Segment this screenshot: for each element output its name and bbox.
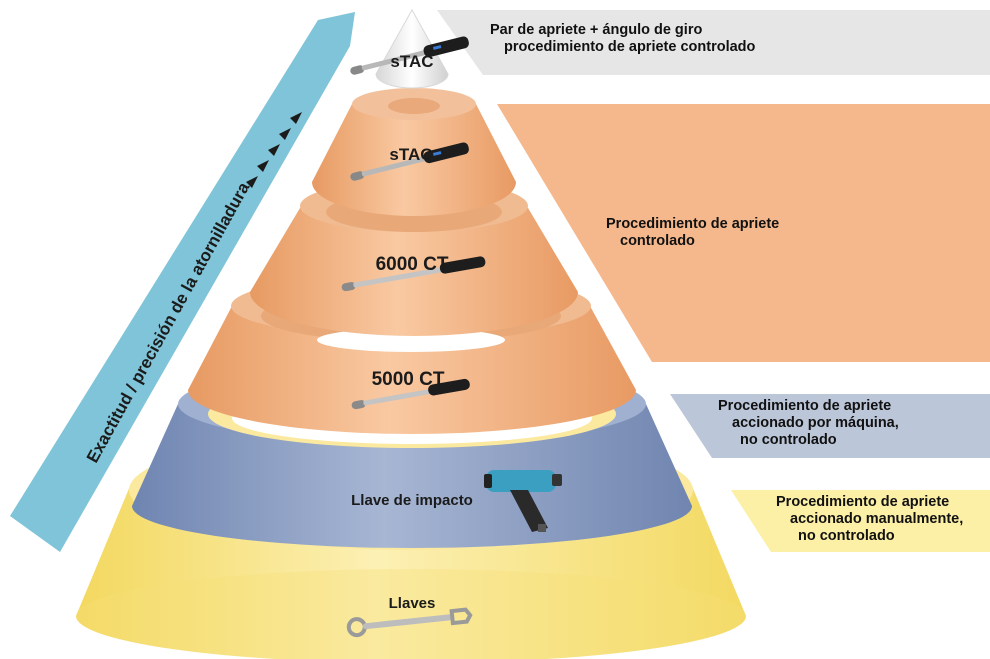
tier-label-wrenches: Llaves [389,595,436,612]
caption-machine-line-1: Procedimiento de apriete [718,398,892,414]
combination-wrench-icon [346,607,473,638]
caption-controlled-line-2: controlado [620,233,695,249]
caption-manual: Procedimiento de apriete accionado manua… [776,494,963,545]
torque-wrench-top-icon [350,36,469,75]
band-machine [670,394,990,458]
torque-wrench-6000ct-icon [341,256,486,292]
caption-machine: Procedimiento de apriete accionado por m… [718,398,899,449]
caption-top: Par de apriete + ángulo de giro procedim… [490,22,755,56]
tier-label-6000ct: 6000 CT [376,254,449,275]
caption-manual-line-3: no controlado [798,528,895,544]
torque-wrench-5000ct-icon [351,378,470,410]
caption-controlled-line-1: Procedimiento de apriete [606,216,780,232]
caption-manual-line-2: accionado manualmente, [790,511,964,527]
caption-controlled: Procedimiento de apriete controlado [606,216,779,250]
caption-top-line-2: procedimiento de apriete controlado [504,39,756,55]
caption-machine-line-2: accionado por máquina, [732,415,899,431]
precision-arrow [10,12,355,552]
arrowhead-icons [246,112,302,188]
impact-wrench-icon [484,470,562,532]
caption-manual-line-1: Procedimiento de apriete [776,494,950,510]
caption-machine-line-3: no controlado [740,432,837,448]
tier-label-impact: Llave de impacto [351,492,473,509]
tier-stac-top [375,8,449,89]
caption-top-line-1: Par de apriete + ángulo de giro [490,22,703,38]
tier-label-5000ct: 5000 CT [372,369,445,390]
torque-wrench-stac-icon [350,142,469,181]
band-manual [731,490,990,552]
tier-label-stac: sTAC [389,145,432,164]
band-controlled [497,104,990,362]
tier-label-stac-top: sTAC [390,52,433,71]
band-top [437,10,990,75]
